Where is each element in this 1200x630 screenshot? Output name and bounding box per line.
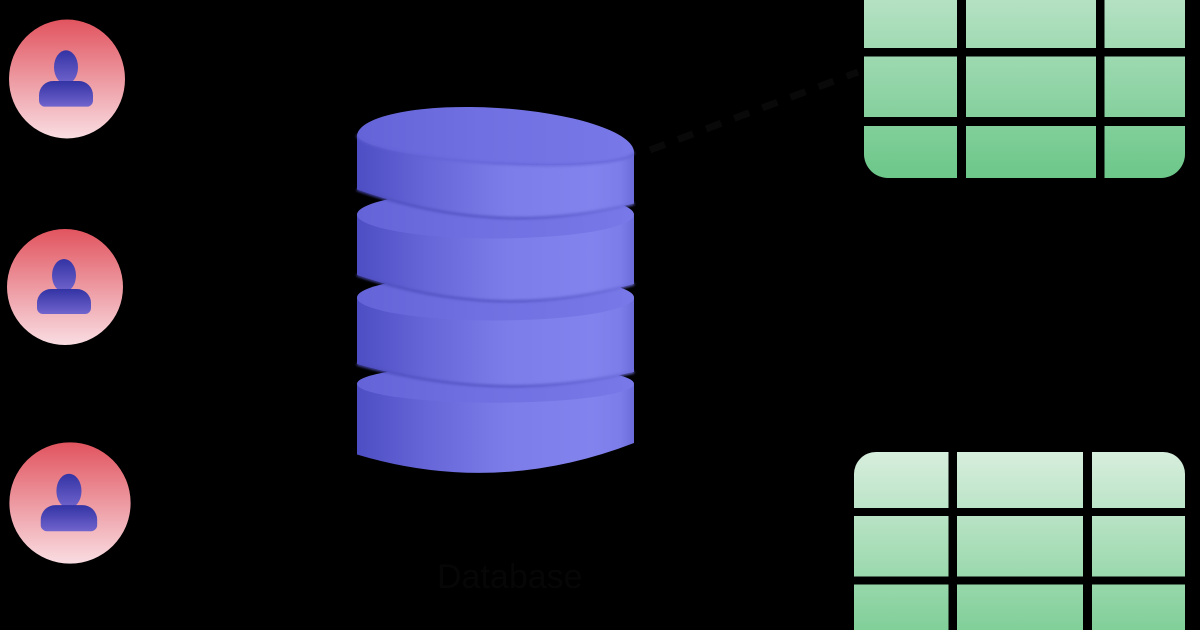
svg-text:Database: Database — [437, 558, 583, 596]
